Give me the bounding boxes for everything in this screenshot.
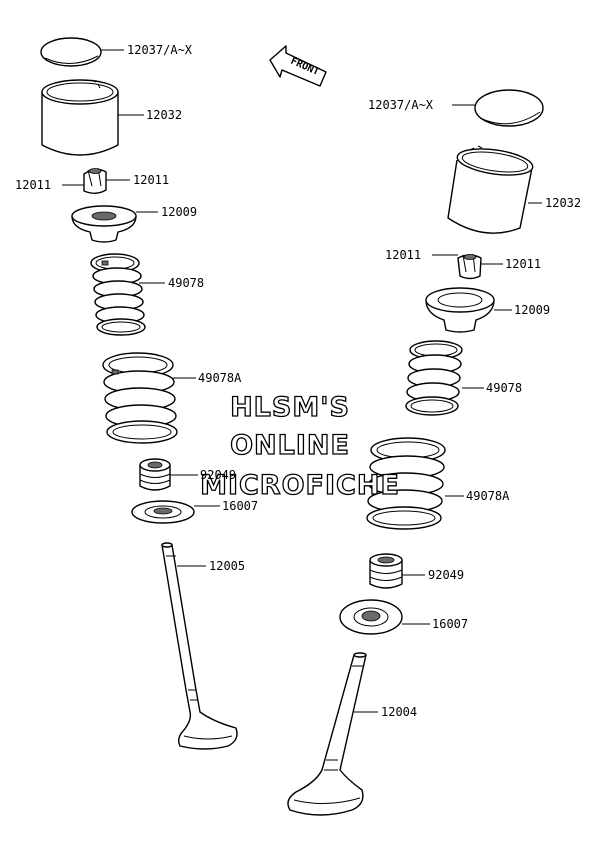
label-left-cotter-left: 12011 [15, 178, 51, 192]
left-shim [40, 37, 102, 67]
left-inner-spring [90, 253, 146, 336]
label-right-outer-spring: 49078A [466, 489, 510, 503]
label-left-tappet: 12032 [146, 108, 182, 122]
watermark-line-1: HLSM'S [230, 392, 350, 423]
left-valve [161, 542, 238, 750]
left-stem-seal [139, 458, 171, 491]
right-tappet [447, 145, 534, 234]
watermark: HLSM'S ONLINE MICROFICHE [199, 391, 400, 501]
left-outer-spring [102, 352, 178, 444]
right-outer-spring [366, 437, 446, 530]
right-spring-seat [339, 599, 403, 635]
label-right-cotter-right: 12011 [505, 257, 541, 271]
label-left-stem-seal: 92049 [200, 468, 236, 482]
label-left-spring-seat: 16007 [222, 499, 258, 513]
leader-lines [62, 49, 542, 713]
right-shim [474, 89, 544, 127]
label-right-cotter-left: 12011 [385, 248, 421, 262]
label-right-spring-seat: 16007 [432, 617, 468, 631]
watermark-line-3: MICROFICHE [200, 470, 400, 501]
right-cotters [457, 253, 482, 280]
label-right-shim: 12037/A~X [368, 98, 434, 112]
label-left-shim: 12037/A~X [127, 43, 193, 57]
label-right-inner-spring: 49078 [486, 381, 522, 395]
right-retainer [425, 287, 495, 333]
right-inner-spring [405, 340, 463, 416]
right-stem-seal [369, 553, 403, 589]
label-left-retainer: 12009 [161, 205, 197, 219]
label-right-valve: 12004 [381, 705, 417, 719]
label-left-cotter-right: 12011 [133, 173, 169, 187]
left-spring-seat [131, 500, 195, 524]
label-right-tappet: 12032 [545, 196, 581, 210]
left-cotters [83, 167, 107, 194]
front-arrow-icon: FRONT [269, 45, 327, 87]
label-left-outer-spring: 49078A [198, 371, 242, 385]
label-left-valve: 12005 [209, 559, 245, 573]
label-right-retainer: 12009 [514, 303, 550, 317]
label-right-stem-seal: 92049 [428, 568, 464, 582]
watermark-line-2: ONLINE [230, 430, 350, 461]
left-retainer [71, 205, 137, 243]
label-left-inner-spring: 49078 [168, 276, 204, 290]
left-tappet [41, 79, 119, 156]
part-labels: 12037/A~X 12032 12011 12011 12009 49078 … [15, 43, 581, 719]
right-valve [287, 652, 367, 816]
